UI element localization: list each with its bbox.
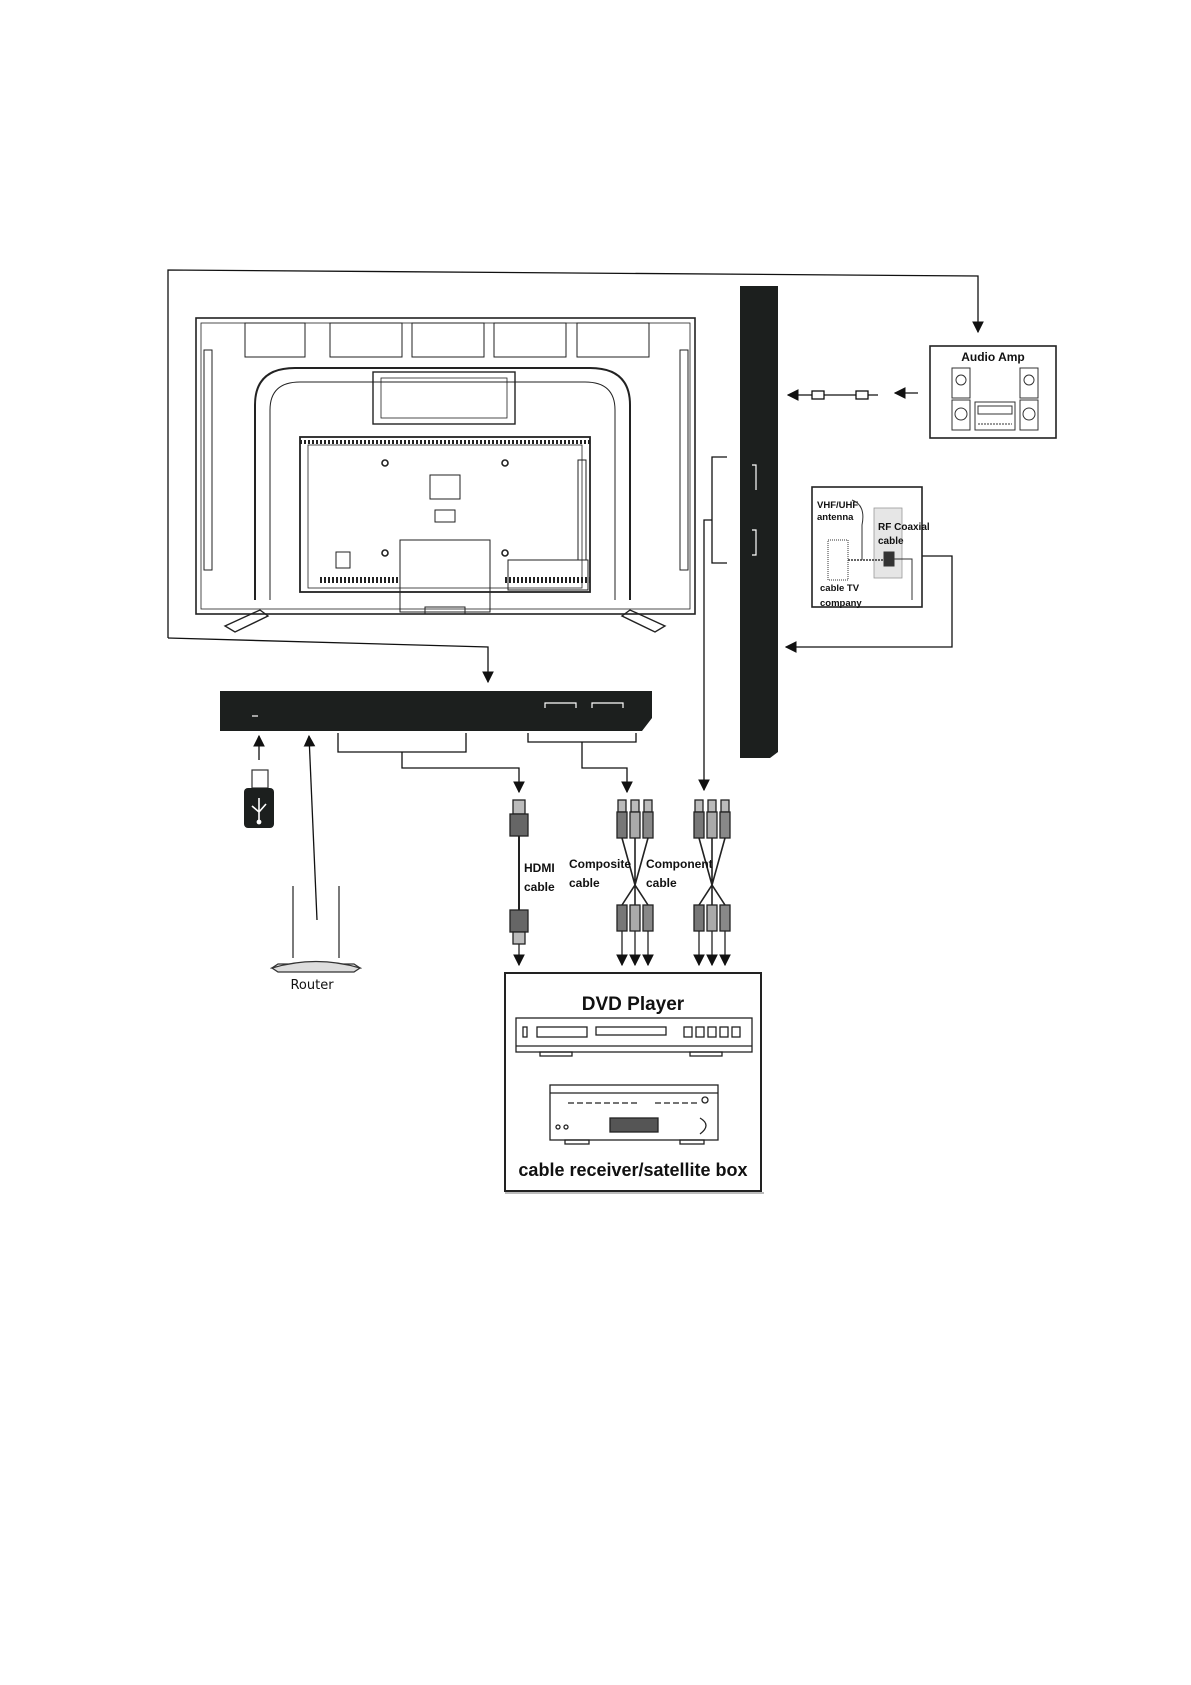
bottom-connector-panel [220,691,652,731]
audio-amp-device: Audio Amp [930,346,1056,438]
audio-amp-label: Audio Amp [961,350,1025,364]
receiver-label: cable receiver/satellite box [518,1160,747,1180]
optical-cable-icon [788,391,878,399]
usb-drive-icon [244,770,274,828]
tv-back-icon [196,318,695,632]
source-devices-box: DVD Player cabl [505,973,764,1193]
dvd-player-label: DVD Player [582,994,685,1015]
rca-plug-icon [694,800,730,965]
router-label: Router [290,978,334,993]
side-connector-panel [740,286,778,758]
